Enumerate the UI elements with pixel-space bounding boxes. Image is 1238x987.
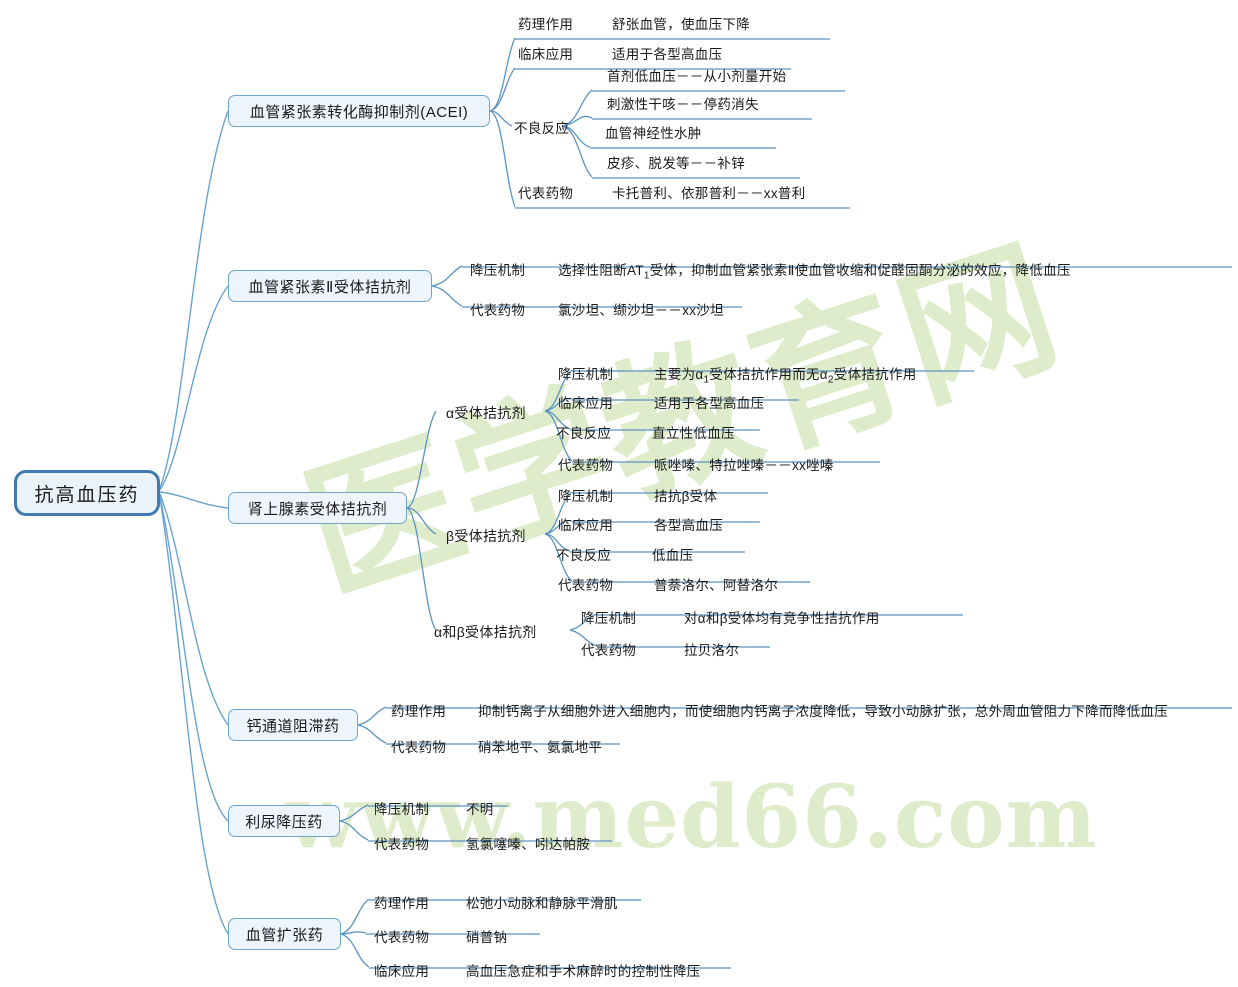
value-arb-drugs: 氯沙坦、缬沙坦－－xx沙坦 (558, 303, 724, 318)
value-acei-adverse-1: 首剂低血压－－从小剂量开始 (607, 69, 787, 84)
branch-node-calcium-blocker[interactable]: 钙通道阻滞药 (228, 709, 358, 741)
branch-label: 血管扩张药 (245, 926, 324, 944)
key-calcium-pharmacology: 药理作用 (391, 704, 447, 719)
key-diuretic-mechanism: 降压机制 (374, 802, 430, 817)
key-diuretic-drugs: 代表药物 (374, 837, 430, 852)
sub-label-alpha-beta-antagonist[interactable]: α和β受体拮抗剂 (434, 624, 537, 640)
key-arb-drugs: 代表药物 (470, 303, 526, 318)
value-vasodilator-clinical: 高血压急症和手术麻醉时的控制性降压 (466, 964, 701, 979)
value-alphabeta-mechanism: 对α和β受体均有竞争性拮抗作用 (684, 611, 880, 626)
value-beta-drugs: 普萘洛尔、阿替洛尔 (654, 578, 779, 593)
value-acei-adverse-2: 刺激性干咳－－停药消失 (607, 97, 759, 112)
key-acei-clinical: 临床应用 (518, 47, 574, 62)
key-alpha-clinical: 临床应用 (558, 396, 614, 411)
value-alpha-mechanism: 主要为α1受体拮抗作用而无α2受体拮抗作用 (654, 367, 917, 386)
key-calcium-drugs: 代表药物 (391, 740, 447, 755)
key-beta-drugs: 代表药物 (558, 578, 614, 593)
key-alphabeta-mechanism: 降压机制 (581, 611, 637, 626)
sub-label-beta-antagonist[interactable]: β受体拮抗剂 (446, 528, 526, 544)
key-alpha-drugs: 代表药物 (558, 458, 614, 473)
sub-label-alpha-antagonist[interactable]: α受体拮抗剂 (446, 405, 526, 421)
key-alpha-adverse: 不良反应 (556, 426, 612, 441)
branch-node-adrenergic[interactable]: 肾上腺素受体拮抗剂 (228, 492, 407, 524)
value-alpha-drugs: 哌唑嗪、特拉唑嗪－－xx唑嗪 (654, 458, 834, 473)
value-vasodilator-drugs: 硝普钠 (466, 930, 508, 945)
key-alphabeta-drugs: 代表药物 (581, 643, 637, 658)
branch-label: 血管紧张素Ⅱ受体拮抗剂 (248, 278, 412, 296)
branch-node-acei[interactable]: 血管紧张素转化酶抑制剂(ACEI) (228, 95, 490, 127)
value-diuretic-drugs: 氢氯噻嗪、吲达帕胺 (466, 837, 591, 852)
branch-label: 钙通道阻滞药 (246, 717, 340, 735)
value-acei-pharmacology: 舒张血管，使血压下降 (612, 17, 750, 32)
branch-label: 利尿降压药 (245, 813, 323, 831)
value-beta-adverse: 低血压 (652, 548, 694, 563)
key-acei-pharmacology: 药理作用 (518, 17, 574, 32)
branch-label: 肾上腺素受体拮抗剂 (247, 500, 388, 518)
key-vasodilator-clinical: 临床应用 (374, 964, 430, 979)
key-vasodilator-drugs: 代表药物 (374, 930, 430, 945)
key-arb-mechanism: 降压机制 (470, 263, 526, 278)
value-acei-adverse-3: 血管神经性水肿 (605, 126, 702, 141)
value-diuretic-mechanism: 不明 (466, 802, 494, 817)
root-node[interactable]: 抗高血压药 (14, 470, 160, 516)
root-label: 抗高血压药 (34, 484, 140, 506)
key-vasodilator-pharmacology: 药理作用 (374, 896, 430, 911)
value-arb-mechanism: 选择性阻断AT1受体，抑制血管紧张素Ⅱ使血管收缩和促醛固酮分泌的效应，降低血压 (558, 263, 1071, 282)
value-calcium-pharmacology: 抑制钙离子从细胞外进入细胞内，而使细胞内钙离子浓度降低，导致小动脉扩张，总外周血… (478, 704, 1168, 719)
key-alpha-mechanism: 降压机制 (558, 367, 614, 382)
branch-node-diuretic[interactable]: 利尿降压药 (228, 805, 340, 837)
value-beta-mechanism: 拮抗β受体 (654, 489, 718, 504)
value-alpha-adverse: 直立性低血压 (652, 426, 735, 441)
key-acei-drugs: 代表药物 (518, 186, 574, 201)
key-beta-adverse: 不良反应 (556, 548, 612, 563)
value-acei-clinical: 适用于各型高血压 (612, 47, 723, 62)
value-vasodilator-pharmacology: 松弛小动脉和静脉平滑肌 (466, 896, 618, 911)
value-acei-drugs: 卡托普利、依那普利－－xx普利 (612, 186, 806, 201)
watermark-url: www.med66.com (285, 767, 1098, 868)
value-alpha-clinical: 适用于各型高血压 (654, 396, 765, 411)
value-beta-clinical: 各型高血压 (654, 518, 723, 533)
value-alphabeta-drugs: 拉贝洛尔 (684, 643, 740, 658)
key-acei-adverse: 不良反应 (514, 121, 570, 136)
key-beta-clinical: 临床应用 (558, 518, 614, 533)
branch-node-arb[interactable]: 血管紧张素Ⅱ受体拮抗剂 (228, 270, 432, 302)
branch-label: 血管紧张素转化酶抑制剂(ACEI) (249, 103, 469, 121)
value-acei-adverse-4: 皮疹、脱发等－－补锌 (607, 156, 745, 171)
branch-node-vasodilator[interactable]: 血管扩张药 (228, 918, 341, 950)
value-calcium-drugs: 硝苯地平、氨氯地平 (478, 740, 603, 755)
key-beta-mechanism: 降压机制 (558, 489, 614, 504)
